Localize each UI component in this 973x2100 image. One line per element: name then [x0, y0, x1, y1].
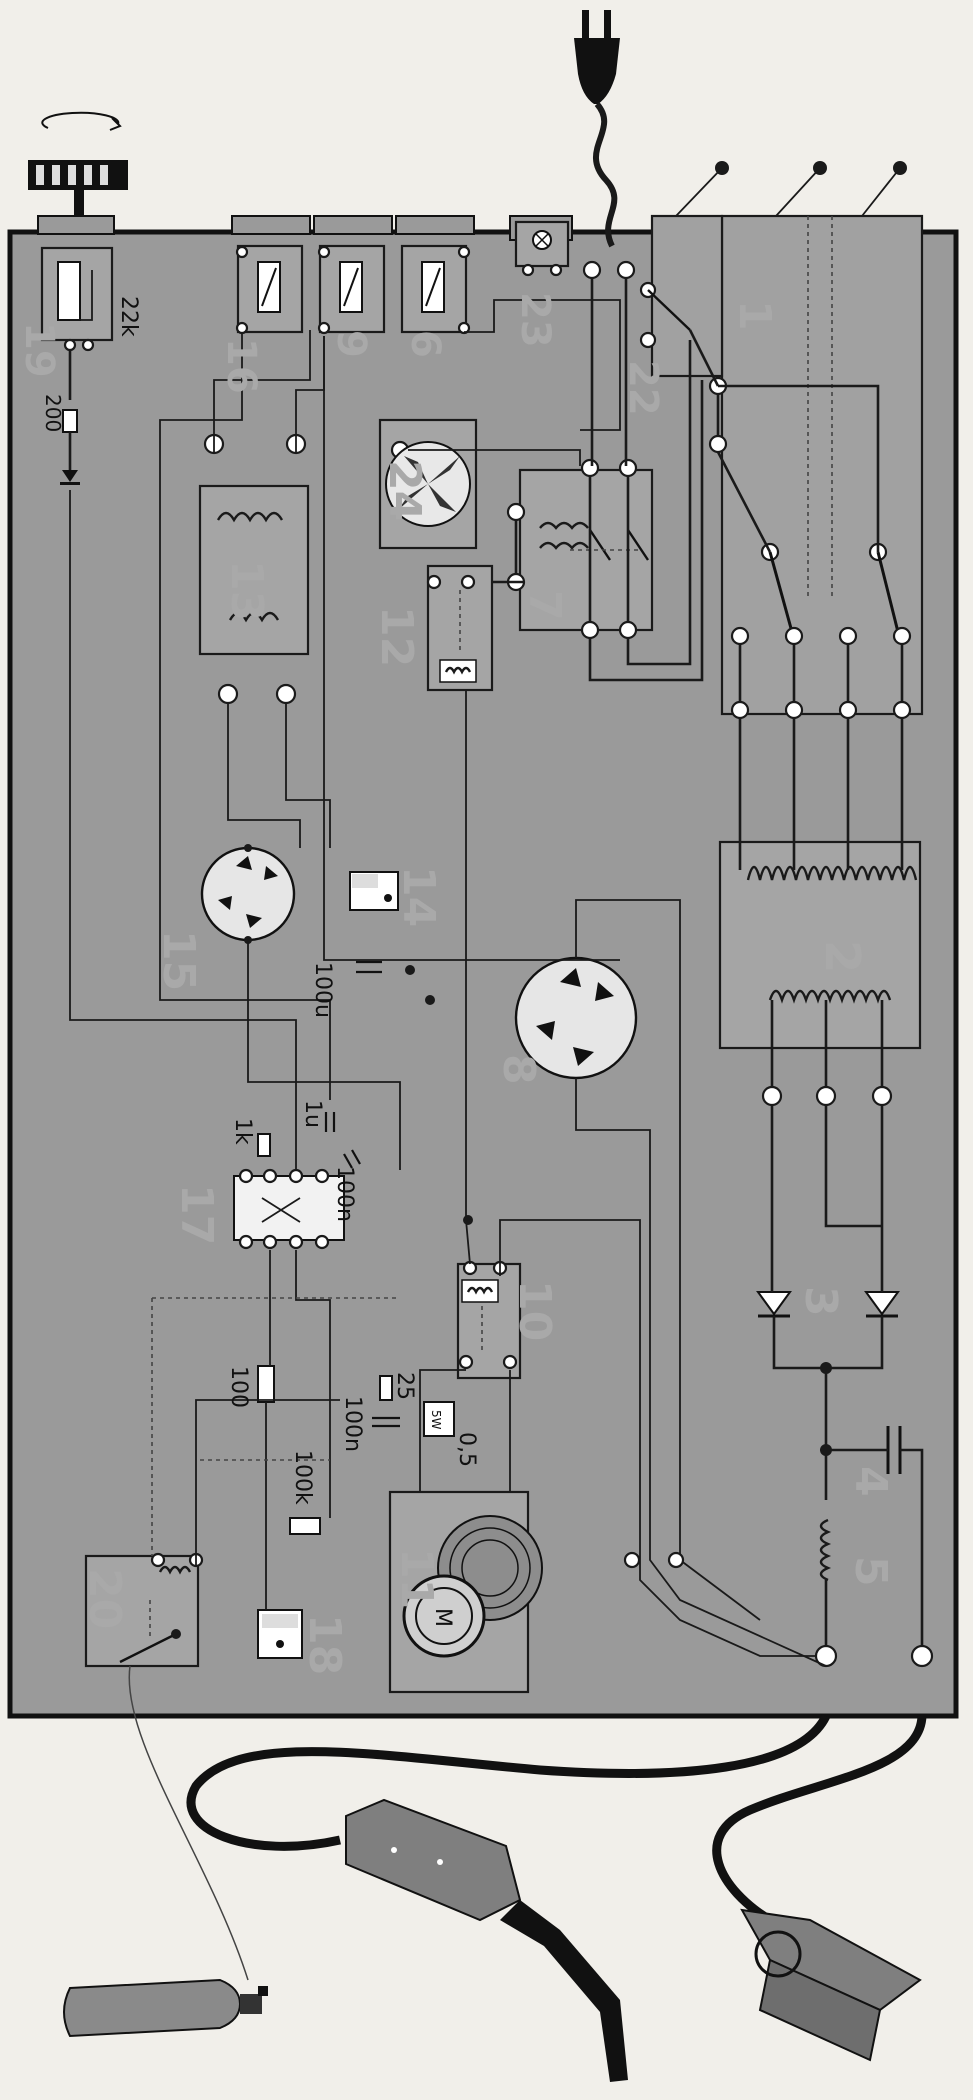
- capacitor-100n-ic: [343, 1149, 361, 1169]
- number-4: 4: [845, 1466, 896, 1497]
- component-number-labels: 19 16 9 6 23 22 1 24 13 7 12 14 15 2 8 1…: [16, 292, 896, 1675]
- thermal-switch: [639, 281, 720, 387]
- label-100n-low: 100n: [340, 1396, 365, 1452]
- relay-12: [426, 564, 494, 692]
- number-13: 13: [221, 560, 272, 621]
- label-0-5: 0,5: [454, 1432, 479, 1467]
- cooling-fan: [378, 418, 478, 550]
- number-14: 14: [393, 866, 444, 927]
- shunt-resistor: [423, 1401, 455, 1437]
- fuse-holder-tab: [395, 215, 475, 235]
- number-10: 10: [509, 1280, 560, 1341]
- potentiometer-block: [40, 246, 114, 485]
- label-100k: 100k: [290, 1450, 315, 1505]
- label-5w: 5W: [429, 1410, 443, 1430]
- number-20: 20: [79, 1568, 130, 1629]
- number-3: 3: [795, 1286, 846, 1317]
- welding-torch: [345, 1798, 628, 2082]
- number-23: 23: [512, 292, 558, 348]
- main-transformer: [718, 840, 922, 1107]
- main-switch: [650, 161, 924, 720]
- number-19: 19: [16, 322, 62, 378]
- fuse-holder-tab: [231, 215, 311, 235]
- voltage-regulator: [349, 871, 399, 911]
- capacitor-100n-low: [372, 1416, 400, 1428]
- wire-feed-motor: [388, 1490, 543, 1694]
- wiring: [69, 278, 924, 1667]
- component-value-labels: 22k 200 100u 1u 1k 100n 100 25 100n 0,5 …: [41, 296, 479, 1627]
- label-200: 200: [41, 394, 65, 432]
- mains-plug: [574, 10, 620, 248]
- number-9: 9: [328, 330, 374, 358]
- label-1k: 1k: [230, 1118, 255, 1145]
- number-12: 12: [371, 606, 422, 667]
- number-18: 18: [299, 1614, 350, 1675]
- number-7: 7: [519, 590, 570, 621]
- gas-hose: [128, 1665, 249, 1981]
- resistor-1k: [257, 1133, 271, 1157]
- mains-terminal: [616, 260, 636, 280]
- capacitor-100u: [356, 960, 382, 974]
- mains-terminal: [582, 260, 602, 280]
- fuse-6: [400, 244, 471, 335]
- number-6: 6: [402, 330, 448, 358]
- number-16: 16: [218, 338, 264, 394]
- pilot-lamp: [514, 220, 570, 277]
- number-11: 11: [391, 1548, 442, 1609]
- control-connector: [257, 1609, 303, 1659]
- number-2: 2: [814, 940, 870, 973]
- label-motor-m: M: [430, 1608, 455, 1627]
- ground-cable: [712, 1715, 927, 1924]
- contactor: [506, 458, 654, 640]
- relay-10: [456, 1260, 522, 1380]
- number-22: 22: [620, 360, 666, 416]
- fuse-holder-tab: [313, 215, 393, 235]
- resistor-100: [257, 1365, 275, 1403]
- fuse-16: [235, 244, 304, 335]
- number-17: 17: [171, 1184, 222, 1245]
- label-1u: 1u: [300, 1100, 325, 1128]
- label-100n-ic: 100n: [332, 1166, 357, 1222]
- output-terminal: [910, 1644, 934, 1668]
- resistor-100k: [289, 1517, 321, 1535]
- ground-clamp: [740, 1908, 922, 2062]
- label-22k: 22k: [116, 296, 141, 337]
- label-100: 100: [226, 1366, 251, 1408]
- timer-ic: [233, 1168, 345, 1250]
- torch-cable: [186, 1713, 831, 1851]
- label-100u: 100u: [310, 962, 335, 1018]
- label-25: 25: [392, 1372, 417, 1400]
- number-24: 24: [379, 460, 430, 521]
- resistor-25: [379, 1375, 393, 1401]
- gas-cylinder: [63, 1978, 268, 2038]
- capacitor-1u: [324, 1112, 336, 1132]
- fuse-9: [317, 244, 386, 335]
- output-inductor: [819, 1518, 832, 1582]
- number-8: 8: [493, 1054, 544, 1085]
- number-1: 1: [729, 300, 780, 331]
- potentiometer-knob: [28, 111, 128, 235]
- number-5: 5: [845, 1556, 896, 1587]
- gas-valve: [84, 1552, 204, 1668]
- number-15: 15: [153, 930, 204, 991]
